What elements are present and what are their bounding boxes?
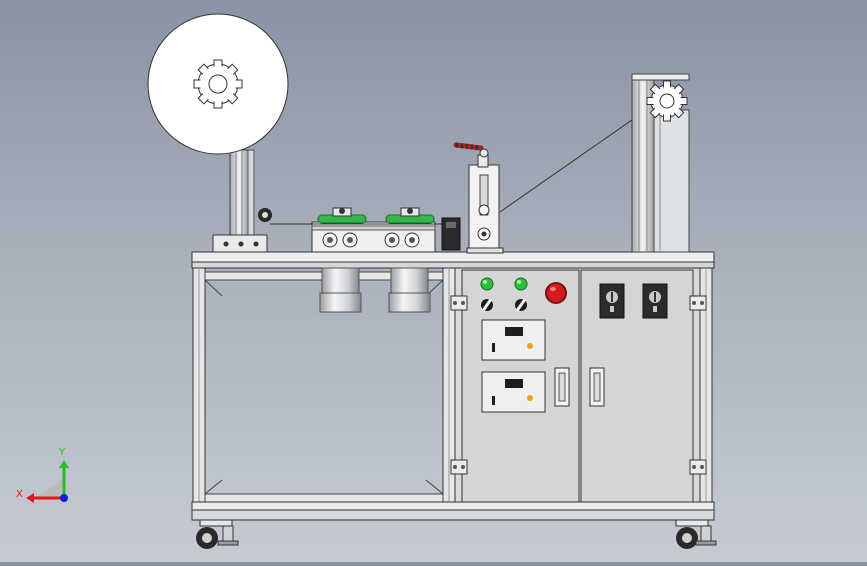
pilot-light-icon [514, 277, 528, 291]
y-axis-label: Y [58, 447, 66, 458]
sprocket-icon [193, 59, 243, 109]
caster-wheel-icon [196, 519, 239, 549]
temperature-controller[interactable] [481, 319, 546, 361]
door-hinge [450, 295, 468, 311]
guide-roller [317, 207, 367, 224]
x-axis-arrow-icon [26, 493, 34, 503]
door-handle[interactable] [589, 367, 605, 407]
heater-cylinder [388, 267, 431, 313]
temperature-controller[interactable] [481, 371, 546, 413]
reel-stand [212, 149, 272, 253]
tension-column [466, 154, 504, 254]
x-axis-label: X [16, 489, 23, 500]
caster-wheel-icon [675, 519, 717, 549]
sprocket-icon [646, 80, 688, 122]
selector-switch-icon[interactable] [515, 298, 527, 312]
control-cabinet [450, 267, 707, 503]
pilot-light-icon [480, 277, 494, 291]
y-axis-arrow-icon [59, 460, 69, 468]
door-handle[interactable] [554, 367, 570, 407]
power-outlet-icon [599, 283, 625, 319]
cutter-block [441, 217, 461, 251]
welding-base [311, 221, 436, 253]
tabletop [191, 251, 715, 269]
feed-tower [631, 73, 690, 253]
guide-roller [385, 207, 435, 224]
coordinate-triad: X Y [16, 447, 69, 503]
door-hinge [689, 459, 707, 475]
emergency-stop-icon[interactable] [545, 282, 567, 304]
adjustment-handle[interactable] [453, 142, 489, 158]
selector-switch-icon[interactable] [481, 298, 493, 312]
power-outlet-icon [642, 283, 668, 319]
heater-cylinder [319, 267, 362, 313]
door-hinge [450, 459, 468, 475]
door-hinge [689, 295, 707, 311]
